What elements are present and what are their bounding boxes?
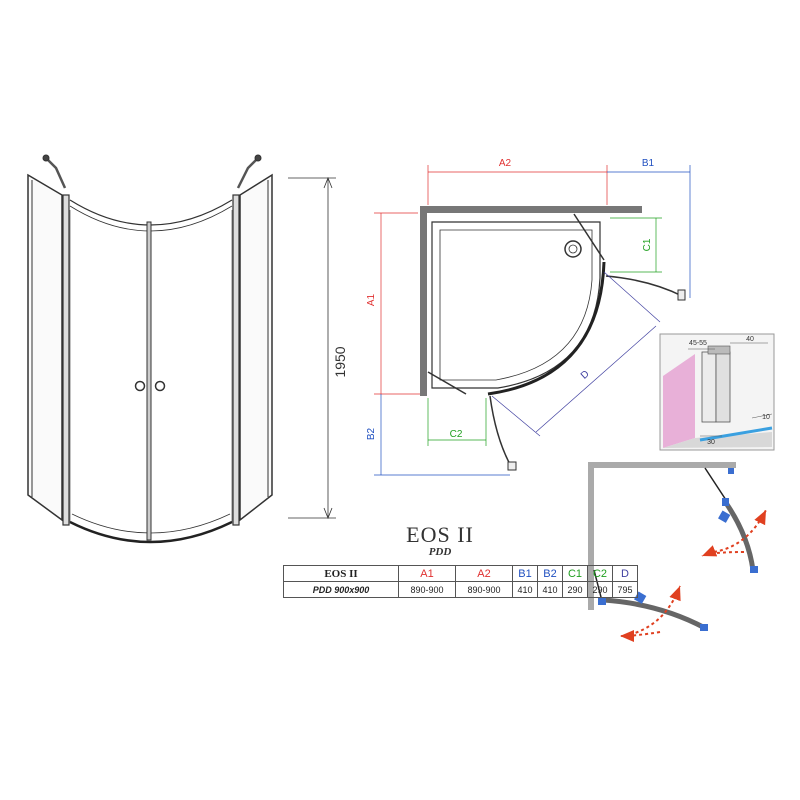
- detail-label-10: 10: [762, 414, 770, 421]
- plan-view: [420, 206, 686, 471]
- spec-table: EOS II A1 A2 B1 B2 C1 C2 D PDD 900x900 8…: [283, 565, 638, 598]
- height-dimension-label: 1950: [332, 346, 348, 377]
- product-subtitle: PDD: [428, 546, 452, 558]
- dim-label-c2: C2: [450, 429, 463, 440]
- spec-cell-c2: 290: [587, 581, 613, 598]
- spec-table-row: PDD 900x900 890-900 890-900 410 410 290 …: [283, 581, 638, 598]
- spec-header-b2: B2: [537, 565, 563, 582]
- detail-label-40: 40: [746, 336, 754, 343]
- dim-label-d: D: [579, 369, 592, 382]
- spec-cell-b1: 410: [512, 581, 538, 598]
- spec-cell-c1: 290: [562, 581, 588, 598]
- elevation-view: [27, 154, 336, 544]
- dim-label-a1: A1: [366, 293, 377, 306]
- spec-header-model: EOS II: [283, 565, 399, 582]
- spec-table-header-row: EOS II A1 A2 B1 B2 C1 C2 D: [283, 565, 638, 582]
- spec-header-a1: A1: [398, 565, 456, 582]
- spec-cell-d: 795: [612, 581, 638, 598]
- detail-label-30: 30: [707, 439, 715, 446]
- dim-label-a2: A2: [499, 158, 512, 169]
- door-opening-diagram: [588, 462, 767, 642]
- plan-dimensions: [374, 165, 691, 476]
- spec-header-d: D: [612, 565, 638, 582]
- spec-cell-model: PDD 900x900: [283, 581, 399, 598]
- installation-detail: [659, 333, 775, 451]
- spec-cell-a1: 890-900: [398, 581, 456, 598]
- dim-label-c1: C1: [642, 238, 653, 251]
- detail-label-45-55: 45-55: [689, 340, 707, 347]
- spec-cell-a2: 890-900: [455, 581, 513, 598]
- spec-header-a2: A2: [455, 565, 513, 582]
- spec-cell-b2: 410: [537, 581, 563, 598]
- spec-header-c1: C1: [562, 565, 588, 582]
- spec-header-c2: C2: [587, 565, 613, 582]
- spec-header-b1: B1: [512, 565, 538, 582]
- dim-label-b2: B2: [366, 427, 377, 440]
- product-title: EOS II: [406, 522, 474, 547]
- dim-label-b1: B1: [642, 158, 655, 169]
